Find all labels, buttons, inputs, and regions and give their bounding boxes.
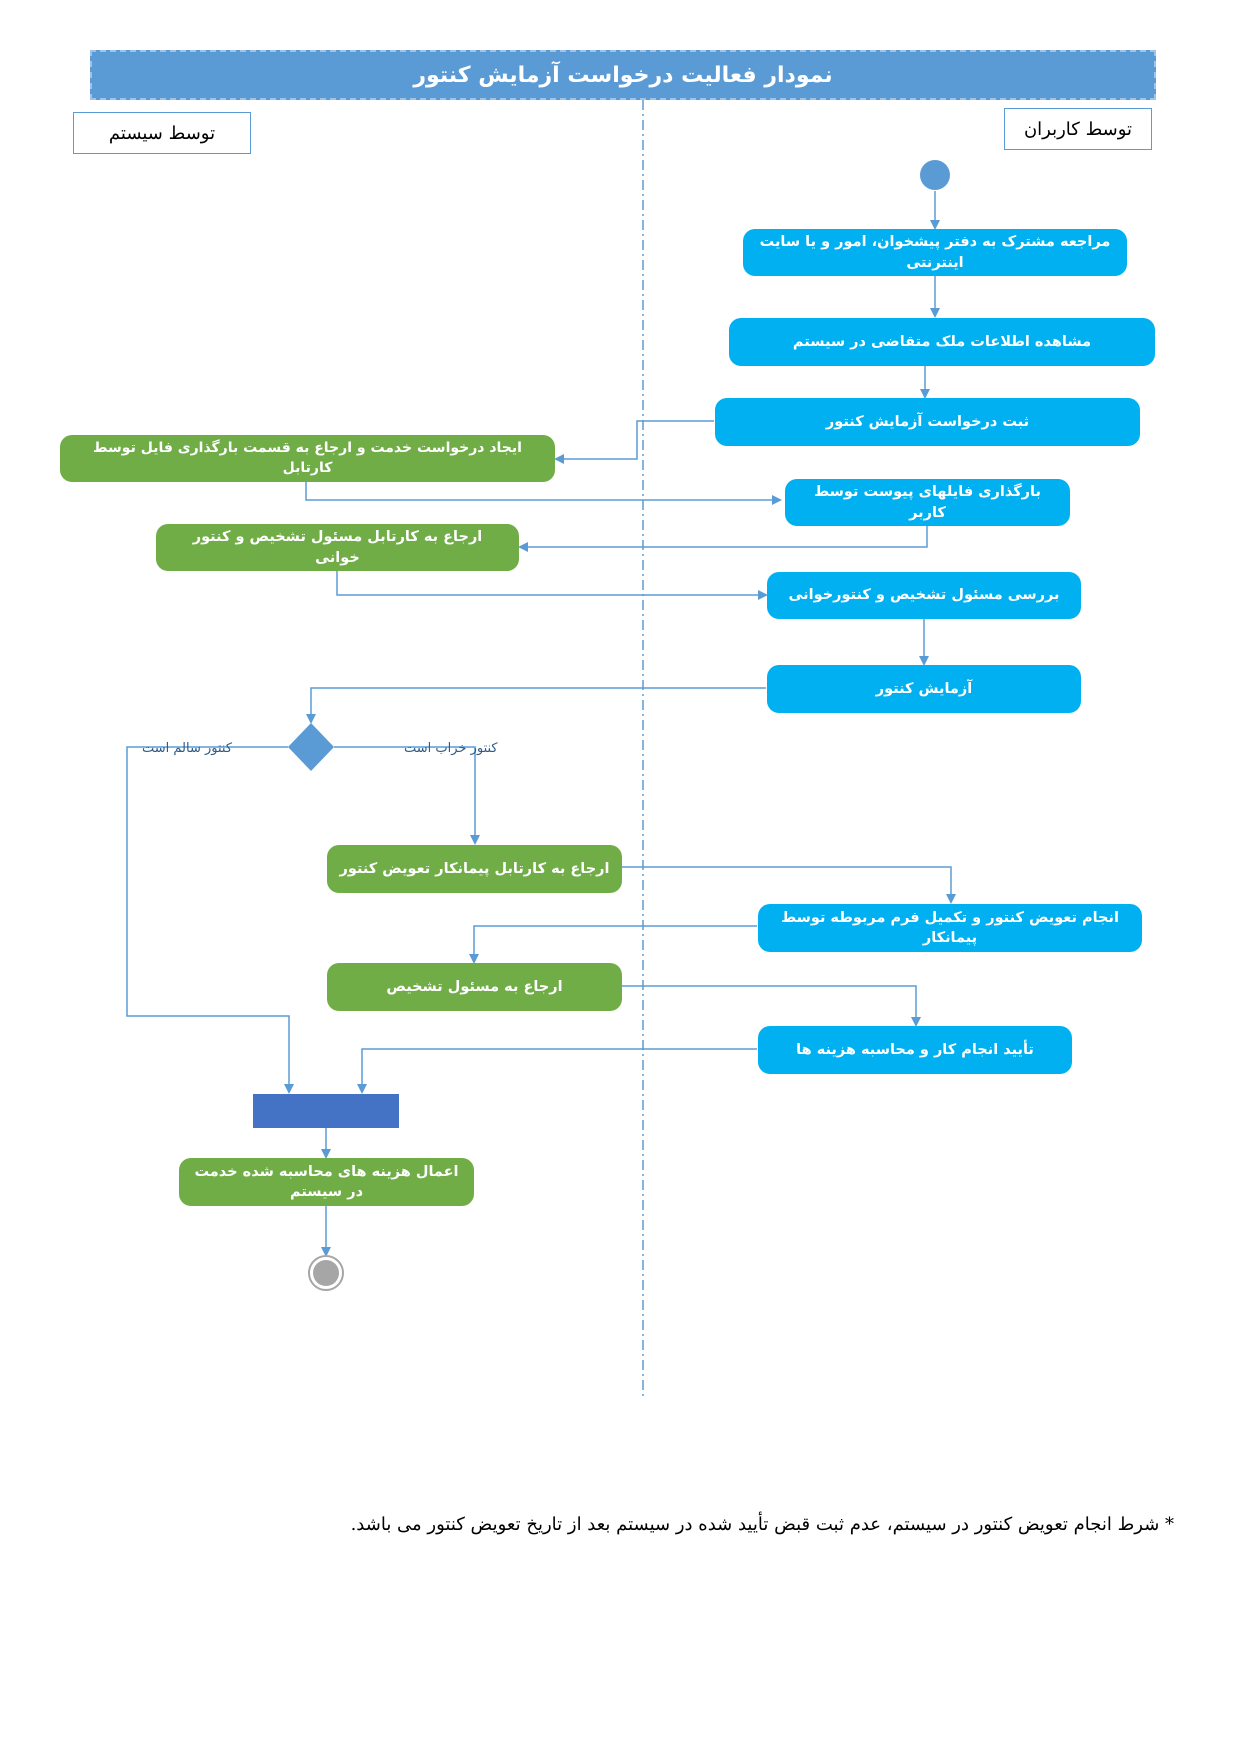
diagram-title: نمودار فعالیت درخواست آزمایش کنتور xyxy=(90,50,1156,100)
edge-n11-n12 xyxy=(622,985,921,1027)
activity-register-test-request: ثبت درخواست آزمایش کنتور xyxy=(715,398,1140,446)
join-bar xyxy=(253,1094,399,1128)
activity-refer-to-contractor: ارجاع به کارتابل پیمانکار تعویض کنتور xyxy=(327,845,622,893)
lane-label-system: توسط سیستم xyxy=(73,112,251,154)
edge-n8-decision xyxy=(306,687,766,724)
footnote: * شرط انجام تعویض کنتور در سیستم، عدم ثب… xyxy=(350,1514,1174,1535)
edge-n12-join xyxy=(357,1048,757,1094)
edge-n5-n6 xyxy=(518,523,928,552)
edge-decision-n9 xyxy=(334,746,480,845)
lane-label-users: توسط کاربران xyxy=(1004,108,1152,150)
edge-n3-n4 xyxy=(554,420,714,464)
activity-confirm-and-calculate: تأیید انجام کار و محاسبه هزینه ها xyxy=(758,1026,1072,1074)
activity-customer-visit: مراجعه مشترک به دفتر پیشخوان، امور و یا … xyxy=(743,229,1127,276)
edge-decision-join xyxy=(126,746,294,1094)
activity-view-property-info: مشاهده اطلاعات ملک متقاضی در سیستم xyxy=(729,318,1155,366)
activity-replace-meter: انجام تعویض کنتور و تکمیل فرم مربوطه توس… xyxy=(758,904,1142,952)
guard-meter-broken: کنتور خراب است xyxy=(404,741,498,756)
edge-n9-n10 xyxy=(622,866,956,904)
activity-create-service-request: ایجاد درخواست خدمت و ارجاع به قسمت بارگذ… xyxy=(60,435,555,482)
activity-refer-to-reader-cartable: ارجاع به کارتابل مسئول تشخیص و کنتور خوا… xyxy=(156,524,519,571)
decision-diamond xyxy=(288,723,334,771)
activity-upload-attachments: بارگذاری فایلهای پیوست توسط کاربر xyxy=(785,479,1070,526)
start-node xyxy=(920,160,950,190)
activity-review-by-officer: بررسی مسئول تشخیص و کنتورخوانی xyxy=(767,572,1081,619)
edge-n10-n11 xyxy=(469,925,757,964)
activity-refer-to-officer: ارجاع به مسئول تشخیص xyxy=(327,963,622,1011)
activity-meter-test: آزمایش کنتور xyxy=(767,665,1081,713)
edge-n6-n7 xyxy=(336,571,768,600)
end-node-inner xyxy=(313,1260,339,1286)
activity-apply-costs: اعمال هزینه های محاسبه شده خدمت در سیستم xyxy=(179,1158,474,1206)
edge-n4-n5 xyxy=(305,482,782,505)
guard-meter-healthy: کنتور سالم است xyxy=(142,741,233,756)
